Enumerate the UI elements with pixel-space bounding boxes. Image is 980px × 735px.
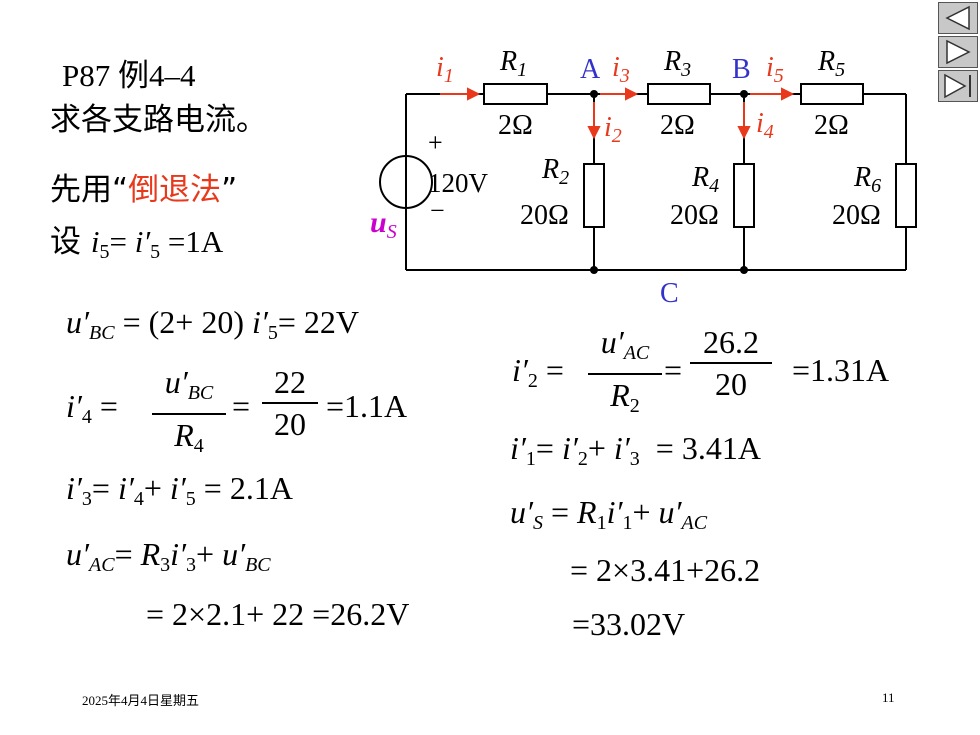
formula-us: u′S = R1i′1+ u′AC — [510, 494, 708, 534]
label-us: uS — [370, 206, 397, 243]
label-r3: R3 — [664, 46, 692, 81]
assumption-line: 设 i5= i′5 =1A — [50, 224, 224, 263]
label-r2: R2 — [542, 154, 570, 189]
arrow-i1 — [467, 87, 481, 101]
label-r6: R6 — [854, 162, 882, 197]
label-r4: R4 — [692, 162, 720, 197]
circuit-diagram — [379, 83, 917, 274]
value-r3: 2Ω — [660, 110, 695, 141]
arrow-i3 — [625, 87, 639, 101]
label-r1: R1 — [500, 46, 528, 81]
label-node-a: A — [580, 54, 601, 85]
resistor-r1 — [483, 83, 548, 105]
next-slide-button[interactable] — [938, 36, 978, 68]
method-name: 倒退法 — [128, 172, 222, 208]
label-i2: i2 — [604, 112, 622, 147]
node-b-dot — [740, 90, 748, 98]
label-i5: i5 — [766, 52, 784, 87]
value-r6: 20Ω — [832, 200, 881, 231]
formula-i3: i′3= i′4+ i′5 = 2.1A — [66, 470, 293, 510]
label-node-c: C — [660, 278, 679, 309]
value-r1: 2Ω — [498, 110, 533, 141]
formula-uac: u′AC= R3i′3+ u′BC — [66, 536, 271, 576]
resistor-r4 — [733, 163, 755, 228]
arrow-i2 — [587, 126, 601, 140]
formula-us-result: =33.02V — [572, 606, 686, 642]
source-plus: + — [428, 128, 443, 157]
arrow-i4 — [737, 126, 751, 140]
formula-ubc: u′BC = (2+ 20) i′5= 22V — [66, 304, 360, 344]
resistor-r6 — [895, 163, 917, 228]
resistor-r5 — [800, 83, 864, 105]
value-r5: 2Ω — [814, 110, 849, 141]
formula-i4-lhs: i′4 = — [66, 388, 118, 428]
result-i4: =1.1A — [326, 388, 408, 424]
source-value: 120V — [428, 168, 488, 198]
label-i3: i3 — [612, 52, 630, 87]
last-slide-button[interactable] — [938, 70, 978, 102]
label-i1: i1 — [436, 52, 454, 87]
formula-uac-result: = 2×2.1+ 22 =26.2V — [146, 596, 410, 632]
prev-slide-button[interactable] — [938, 2, 978, 34]
value-r2: 20Ω — [520, 200, 569, 231]
label-i4: i4 — [756, 108, 774, 143]
label-node-b: B — [732, 54, 751, 85]
formula-us-calc: = 2×3.41+26.2 — [570, 552, 761, 588]
page-number: 11 — [882, 690, 895, 705]
example-title: P87 例4–4 — [62, 58, 196, 93]
problem-statement: 求各支路电流。 — [50, 102, 267, 138]
equals-sign: = — [232, 388, 251, 424]
node-a-dot — [590, 90, 598, 98]
result-i2: =1.31A — [792, 352, 890, 388]
method-line: 先用“倒退法” — [50, 172, 238, 208]
formula-i1: i′1= i′2+ i′3 = 3.41A — [510, 430, 761, 470]
skip-end-icon — [944, 73, 971, 99]
triangle-right-icon — [946, 39, 971, 65]
source-minus: − — [430, 196, 445, 225]
arrow-i5 — [781, 87, 795, 101]
formula-i2-lhs: i′2 = — [512, 352, 564, 392]
footer-date: 2025年4月4日星期五 — [82, 693, 200, 708]
label-r5: R5 — [818, 46, 846, 81]
value-r4: 20Ω — [670, 200, 719, 231]
resistor-r2 — [583, 163, 605, 228]
resistor-r3 — [647, 83, 711, 105]
triangle-left-icon — [945, 5, 970, 31]
equals-sign: = — [664, 352, 683, 388]
